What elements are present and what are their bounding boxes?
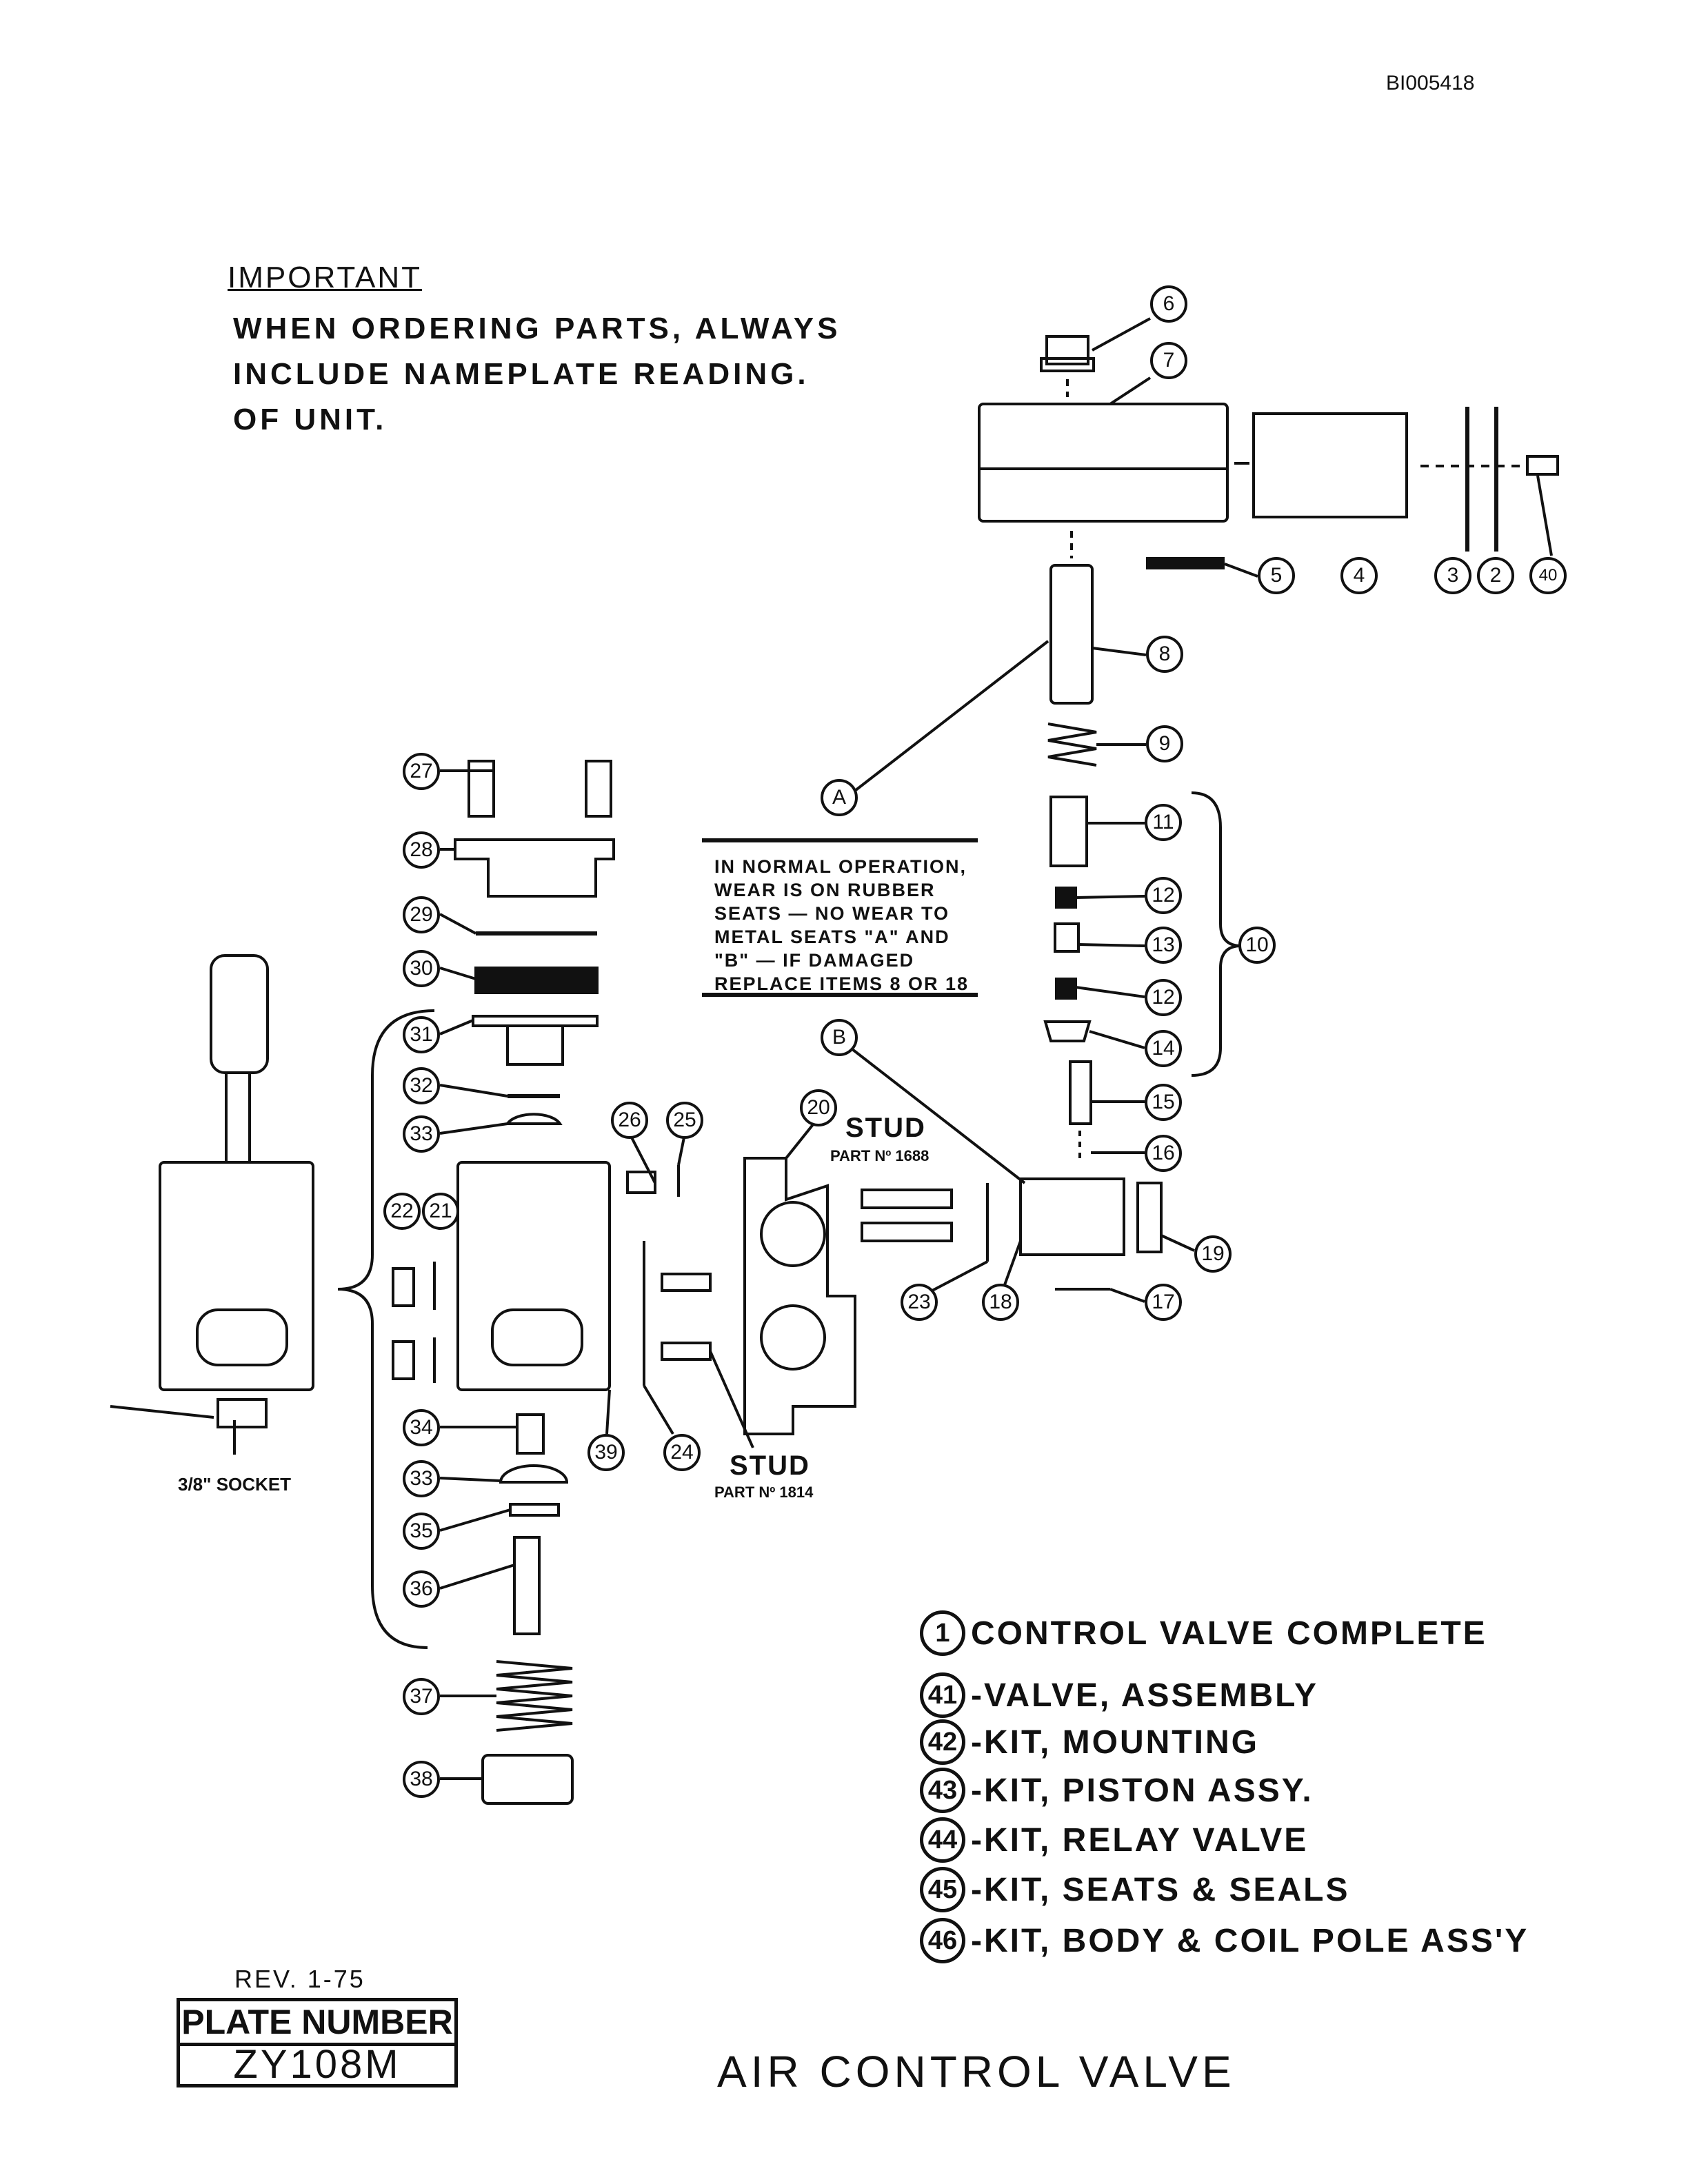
- callout-32: 32: [403, 1067, 440, 1104]
- callout-11: 11: [1145, 804, 1182, 841]
- plate-number-label: PLATE NUMBER: [180, 2001, 454, 2046]
- callout-13: 13: [1145, 927, 1182, 964]
- seat-marker-a: A: [821, 779, 858, 816]
- important-heading: IMPORTANT: [228, 261, 423, 294]
- legend-row-44: 44 -KIT, RELAY VALVE: [920, 1817, 1308, 1863]
- important-line-3: OF UNIT.: [233, 403, 388, 436]
- legend-number: 46: [920, 1918, 965, 1963]
- callout-29: 29: [403, 896, 440, 933]
- callout-9: 9: [1146, 725, 1183, 762]
- legend-row-43: 43 -KIT, PISTON ASSY.: [920, 1768, 1314, 1813]
- callout-7: 7: [1150, 342, 1187, 379]
- note-line-4: METAL SEATS "A" AND: [714, 927, 950, 947]
- note-line-1: IN NORMAL OPERATION,: [714, 856, 967, 877]
- callout-15: 15: [1145, 1084, 1182, 1121]
- valve-body: [456, 1161, 611, 1391]
- callout-17: 17: [1145, 1284, 1182, 1321]
- callout-38: 38: [403, 1761, 440, 1798]
- important-line-2: INCLUDE NAMEPLATE READING.: [233, 357, 810, 391]
- legend-number: 1: [920, 1610, 965, 1656]
- stud-part-top: PART Nº 1688: [830, 1147, 930, 1164]
- important-line-1: WHEN ORDERING PARTS, ALWAYS: [233, 312, 841, 345]
- plate-number-value: ZY108M: [233, 2042, 401, 2087]
- callout-31: 31: [403, 1016, 440, 1053]
- note-line-2: WEAR IS ON RUBBER: [714, 880, 936, 900]
- callout-16: 16: [1145, 1135, 1182, 1172]
- callout-24: 24: [663, 1434, 701, 1471]
- callout-26: 26: [611, 1102, 648, 1139]
- callout-33-lower: 33: [403, 1460, 440, 1497]
- legend-text: -KIT, MOUNTING: [971, 1723, 1259, 1761]
- coil-cover: [1252, 412, 1408, 518]
- legend-number: 43: [920, 1768, 965, 1813]
- top-cap: [1045, 335, 1089, 365]
- callout-36: 36: [403, 1570, 440, 1608]
- page-title: AIR CONTROL VALVE: [717, 2047, 1236, 2096]
- legend-text: CONTROL VALVE COMPLETE: [971, 1615, 1487, 1652]
- callout-8: 8: [1146, 636, 1183, 673]
- callout-4: 4: [1340, 557, 1378, 594]
- socket-label: 3/8" SOCKET: [178, 1474, 292, 1495]
- operation-note: IN NORMAL OPERATION, WEAR IS ON RUBBER S…: [702, 838, 978, 997]
- legend-number: 45: [920, 1867, 965, 1912]
- relay-body: [1019, 1177, 1125, 1256]
- legend-text: -KIT, PISTON ASSY.: [971, 1772, 1314, 1809]
- callout-35: 35: [403, 1513, 440, 1550]
- callout-40: 40: [1529, 557, 1567, 594]
- note-line-3: SEATS — NO WEAR TO: [714, 903, 950, 924]
- legend-row-41: 41 -VALVE, ASSEMBLY: [920, 1672, 1318, 1718]
- callout-27: 27: [403, 753, 440, 790]
- mounting-block: [743, 1157, 856, 1435]
- callout-37: 37: [403, 1678, 440, 1715]
- note-line-5: "B" — IF DAMAGED: [714, 950, 915, 971]
- callout-14: 14: [1145, 1030, 1182, 1067]
- callout-12-upper: 12: [1145, 877, 1182, 914]
- legend-number: 41: [920, 1672, 965, 1718]
- callout-2: 2: [1477, 557, 1514, 594]
- legend-row-1: 1 CONTROL VALVE COMPLETE: [920, 1610, 1487, 1656]
- callout-23: 23: [901, 1284, 938, 1321]
- stud-part-bottom: PART Nº 1814: [714, 1484, 814, 1501]
- callout-25: 25: [666, 1102, 703, 1139]
- legend-number: 42: [920, 1719, 965, 1765]
- callout-21: 21: [422, 1193, 459, 1230]
- callout-39: 39: [587, 1434, 625, 1471]
- legend-text: -VALVE, ASSEMBLY: [971, 1677, 1319, 1714]
- callout-30: 30: [403, 950, 440, 987]
- callout-28: 28: [403, 831, 440, 869]
- callout-34: 34: [403, 1409, 440, 1446]
- legend-number: 44: [920, 1817, 965, 1863]
- coil-housing: [978, 403, 1229, 523]
- valve-seat: [1049, 564, 1094, 705]
- callout-33-upper: 33: [403, 1115, 440, 1153]
- callout-18: 18: [982, 1284, 1019, 1321]
- legend-text: -KIT, SEATS & SEALS: [971, 1871, 1350, 1908]
- legend-row-45: 45 -KIT, SEATS & SEALS: [920, 1867, 1350, 1912]
- stud-label-top: STUD: [845, 1113, 926, 1143]
- callout-3: 3: [1434, 557, 1471, 594]
- callout-10: 10: [1238, 927, 1276, 964]
- handle: [210, 954, 269, 1074]
- callout-12-lower: 12: [1145, 979, 1182, 1016]
- revision-label: REV. 1-75: [234, 1965, 365, 1993]
- legend-text: -KIT, BODY & COIL POLE ASS'Y: [971, 1922, 1529, 1959]
- callout-22: 22: [383, 1193, 421, 1230]
- callout-19: 19: [1194, 1235, 1232, 1273]
- seat-marker-b: B: [821, 1019, 858, 1056]
- legend-text: -KIT, RELAY VALVE: [971, 1821, 1309, 1859]
- note-line-6: REPLACE ITEMS 8 OR 18: [714, 973, 969, 994]
- callout-6: 6: [1150, 285, 1187, 323]
- legend-row-46: 46 -KIT, BODY & COIL POLE ASS'Y: [920, 1918, 1529, 1963]
- callout-5: 5: [1258, 557, 1295, 594]
- plate-number-box: PLATE NUMBER ZY108M: [177, 1998, 458, 2087]
- legend-row-42: 42 -KIT, MOUNTING: [920, 1719, 1259, 1765]
- callout-20: 20: [800, 1089, 837, 1126]
- document-id: BI005418: [1386, 72, 1475, 94]
- spring-9: [1047, 722, 1097, 767]
- stud-label-bottom: STUD: [730, 1450, 810, 1481]
